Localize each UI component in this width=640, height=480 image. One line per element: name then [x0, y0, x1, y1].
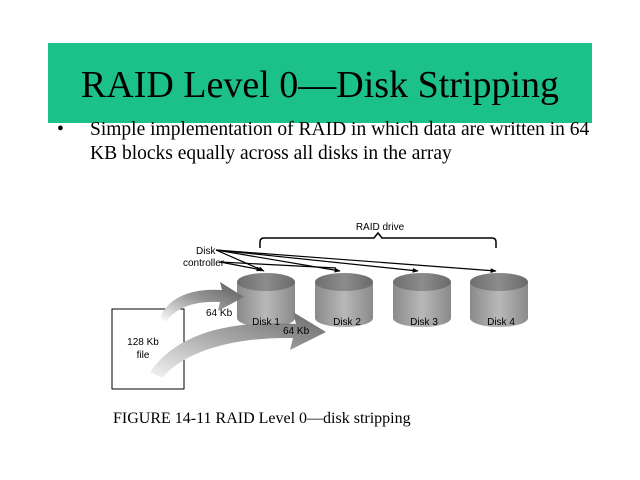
file-box — [111, 308, 185, 390]
disk-3-label: Disk 3 — [410, 317, 438, 328]
figure-caption: FIGURE 14-11 RAID Level 0—disk stripping — [113, 410, 411, 427]
controller-label-line2: controller — [183, 258, 225, 269]
title-band — [48, 43, 592, 123]
disk-2 — [315, 273, 373, 327]
disk-4 — [470, 273, 528, 327]
slide-title: RAID Level 0—Disk Stripping — [80, 64, 560, 106]
disk-2-label: Disk 2 — [333, 317, 361, 328]
raid-drive-bracket — [259, 231, 497, 248]
disk-1-label: Disk 1 — [252, 317, 280, 328]
file-label-line2: file — [137, 350, 150, 361]
arrow2-label: 64 Kb — [283, 326, 310, 337]
file-label-line1: 128 Kb — [127, 337, 159, 348]
bullet-text: Simple implementation of RAID in which d… — [90, 119, 590, 164]
controller-lines — [215, 249, 497, 273]
stripe-arrow-1 — [160, 282, 244, 322]
disk-4-label: Disk 4 — [487, 317, 515, 328]
bullet-symbol: • — [57, 119, 64, 140]
controller-label-line1: Disk — [196, 246, 216, 257]
raid-drive-label: RAID drive — [356, 222, 405, 233]
arrow1-label: 64 Kb — [206, 308, 233, 319]
disk-3 — [393, 273, 451, 327]
bullet-item: • Simple implementation of RAID in which… — [57, 118, 602, 166]
stripe-arrow-2 — [150, 312, 326, 378]
disk-1 — [237, 273, 295, 327]
